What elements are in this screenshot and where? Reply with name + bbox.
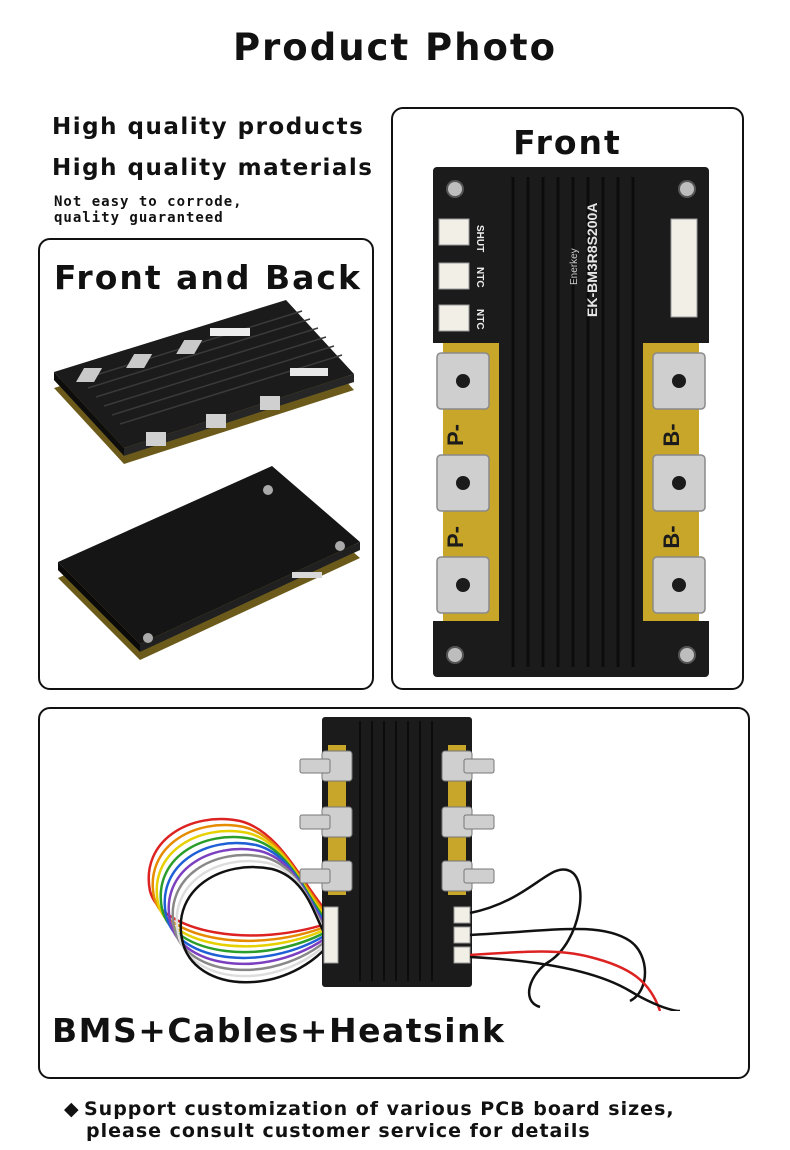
terminal-label-p-1: P- bbox=[443, 424, 468, 446]
brand-logo-text: Enerkey bbox=[569, 248, 580, 285]
terminal-label-b-2: B- bbox=[659, 525, 684, 548]
connector-label-ntc-1: NTC bbox=[474, 267, 485, 288]
customization-note: ◆Support customization of various PCB bo… bbox=[64, 1098, 675, 1142]
bms-board-top-view bbox=[54, 300, 354, 464]
front-photo: SHUT NTC NTC EK-BM3R8S200A Enerkey P- P-… bbox=[433, 167, 709, 677]
customization-note-line-2: please consult customer service for deta… bbox=[86, 1120, 591, 1142]
connector-label-shut: SHUT bbox=[474, 225, 485, 252]
feature-note: Not easy to corrode, quality guaranteed bbox=[54, 194, 243, 226]
balance-cable-bundle bbox=[147, 817, 337, 984]
diamond-bullet-icon: ◆ bbox=[64, 1098, 80, 1120]
front-panel: Front bbox=[391, 107, 744, 690]
bms-cables-label: BMS+Cables+Heatsink bbox=[52, 1011, 506, 1050]
terminal-label-p-2: P- bbox=[443, 526, 468, 548]
terminal-label-b-1: B- bbox=[659, 423, 684, 446]
bms-board-back-view bbox=[58, 466, 360, 660]
bms-cables-panel: BMS+Cables+Heatsink bbox=[38, 707, 750, 1079]
page-title: Product Photo bbox=[232, 26, 558, 69]
model-number: EK-BM3R8S200A bbox=[584, 203, 600, 317]
feature-line-1: High quality products bbox=[52, 114, 365, 140]
feature-note-line-1: Not easy to corrode, bbox=[54, 194, 243, 210]
front-label: Front bbox=[513, 123, 622, 162]
feature-line-2: High quality materials bbox=[52, 155, 374, 181]
front-and-back-photo bbox=[54, 300, 360, 660]
feature-note-line-2: quality guaranteed bbox=[54, 210, 224, 226]
front-and-back-panel: Front and Back bbox=[38, 238, 374, 690]
customization-note-line-1: Support customization of various PCB boa… bbox=[84, 1098, 675, 1120]
bms-cables-photo bbox=[147, 717, 681, 1011]
connector-label-ntc-2: NTC bbox=[474, 309, 485, 330]
front-and-back-label: Front and Back bbox=[54, 258, 362, 297]
ntc-cables bbox=[469, 868, 681, 1011]
